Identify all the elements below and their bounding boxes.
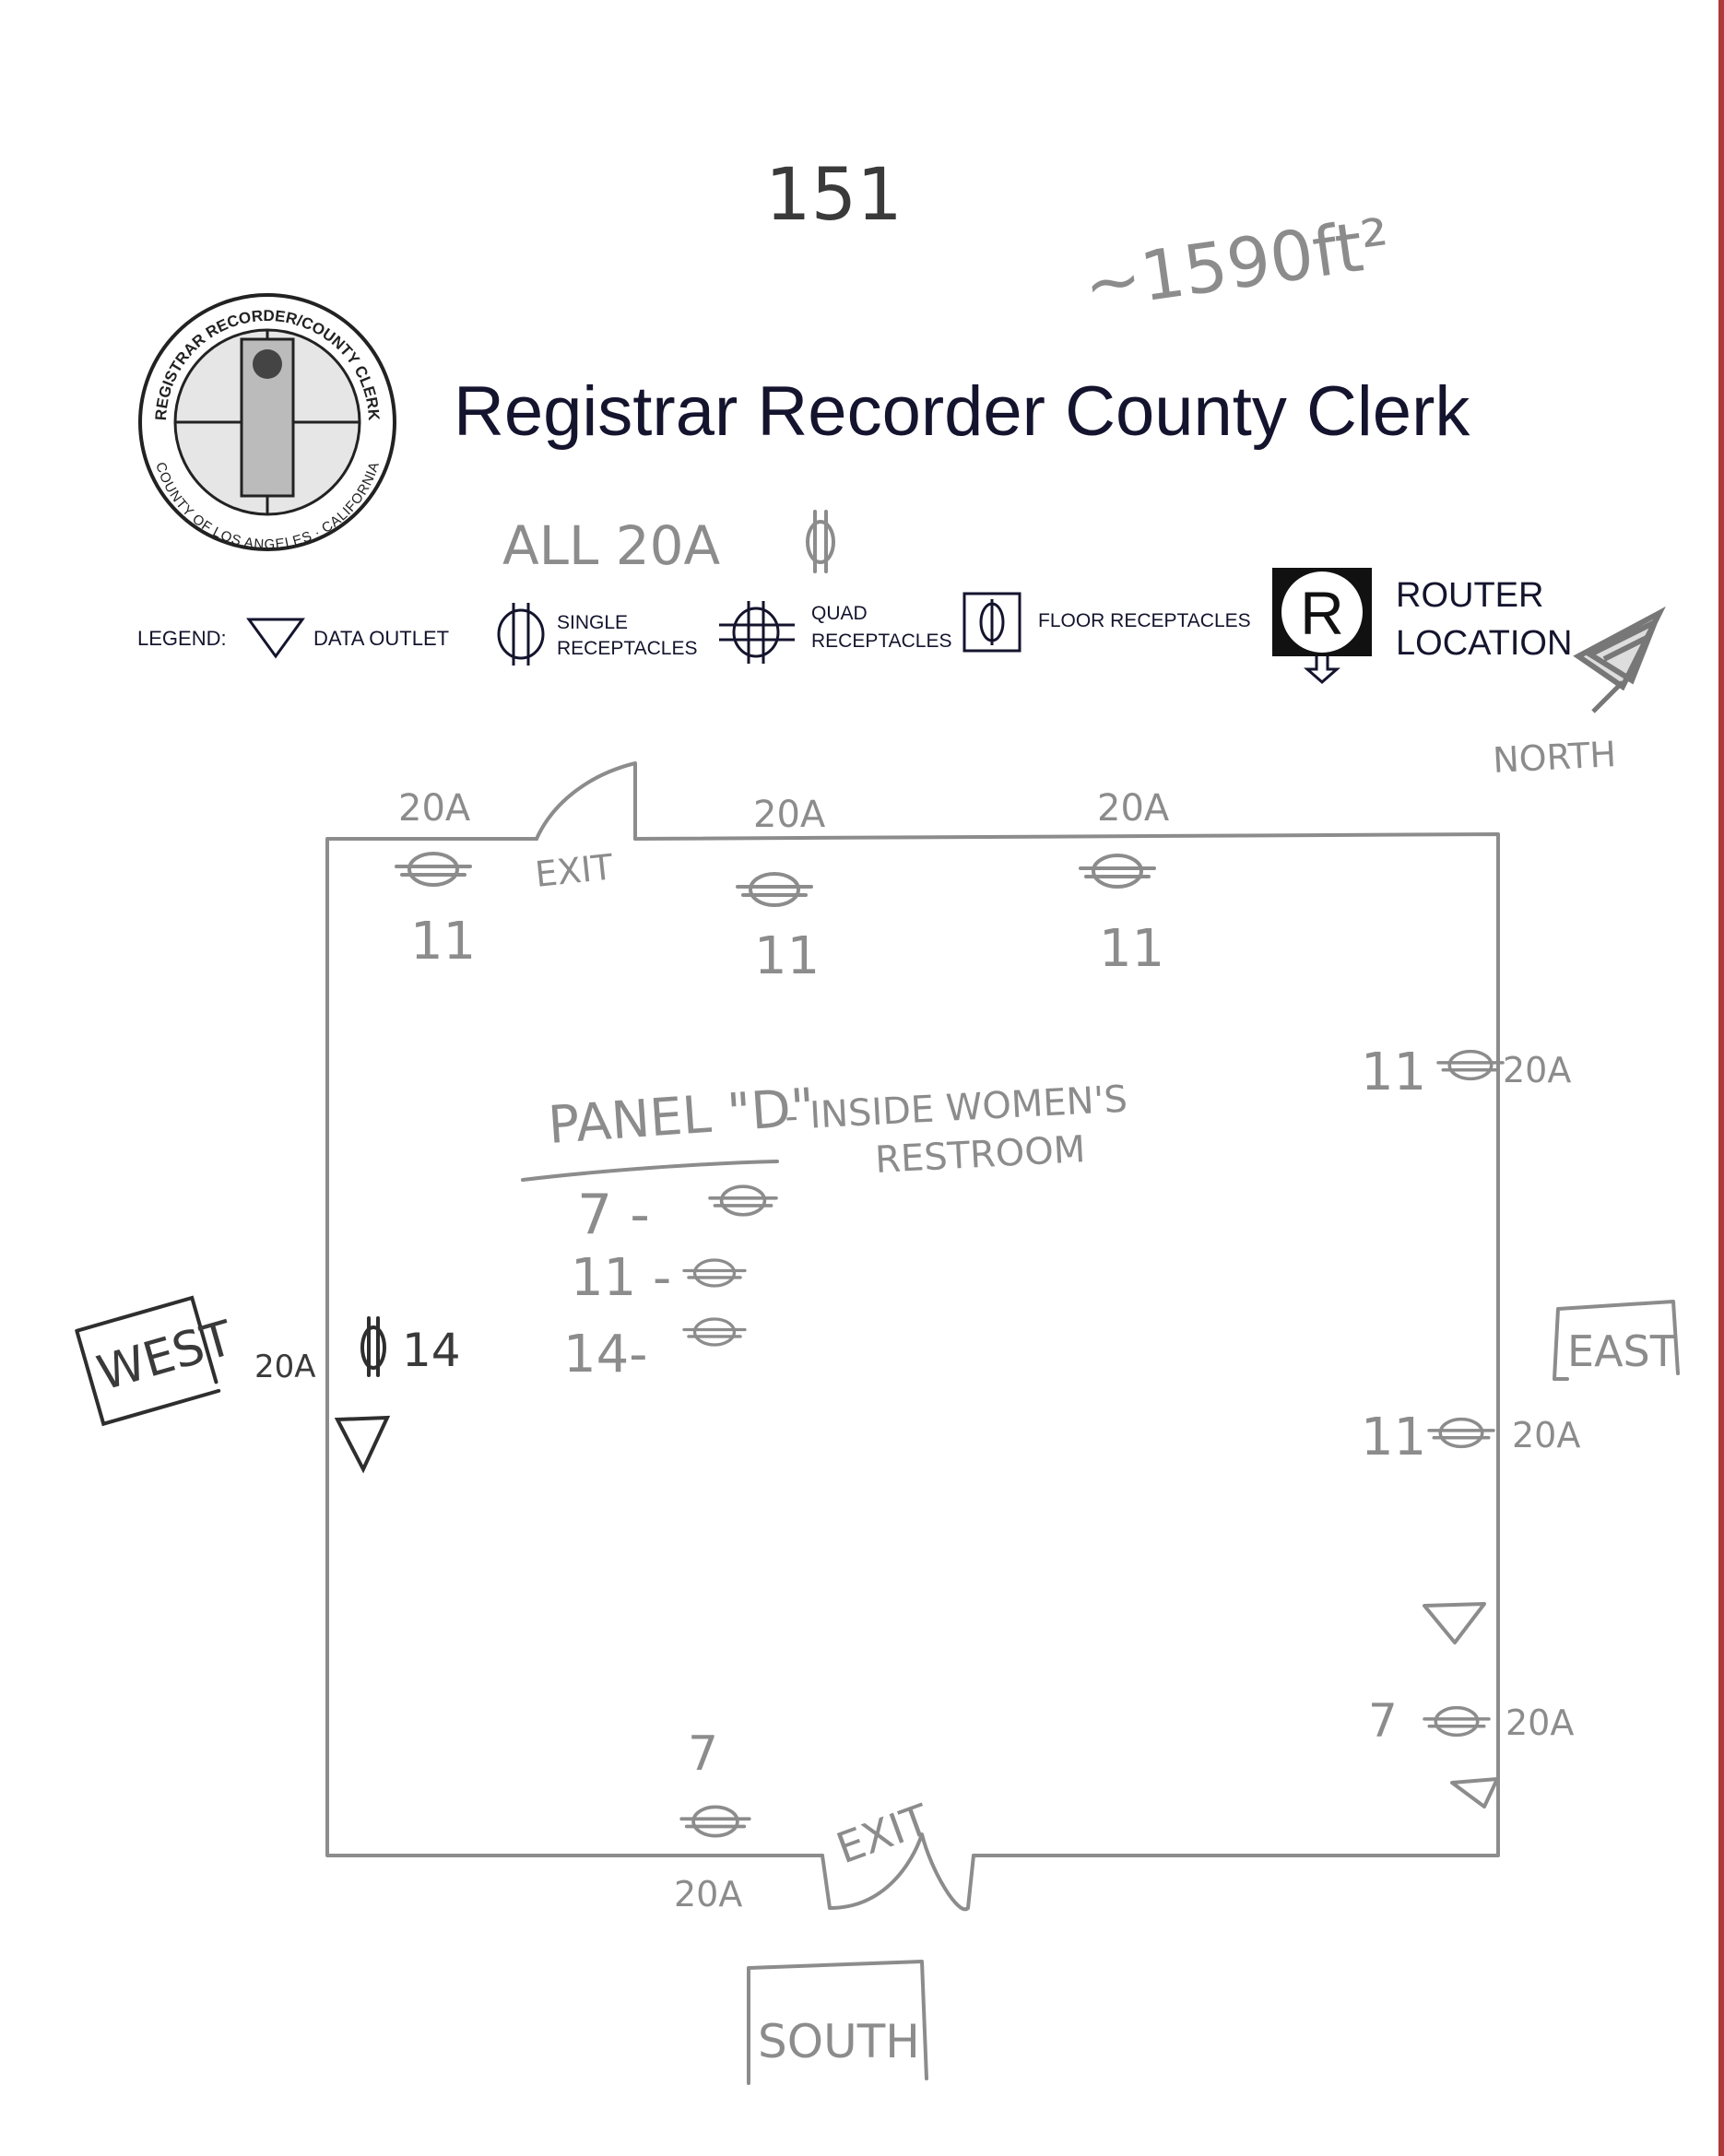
circuit-number: 7 — [688, 1726, 718, 1782]
west-box: WEST — [75, 1295, 239, 1427]
county-seal-logo: REGISTRAR RECORDER/COUNTY CLERK COUNTY O… — [138, 293, 396, 552]
legend: LEGEND: DATA OUTLET SINGLE RECEPTACLES Q… — [137, 568, 1572, 684]
legend-quad-label-1: QUAD — [811, 603, 868, 624]
compass-west: WEST — [91, 1311, 239, 1402]
compass-east: EAST — [1567, 1326, 1677, 1376]
legend-router-label-2: LOCATION — [1396, 624, 1572, 663]
amp-label-west: 20A — [254, 1349, 316, 1385]
room-outline — [325, 832, 1500, 1857]
north-arrow-icon — [1573, 606, 1666, 713]
circuit-number: 11 — [1361, 1408, 1426, 1467]
receptacle-icon — [1423, 1705, 1491, 1738]
triangle-data-outlet-icon — [246, 618, 305, 659]
panel-circuit: 7 - — [577, 1183, 650, 1247]
receptacle-icon — [1436, 1049, 1505, 1081]
single-receptacle-icon — [360, 1316, 386, 1377]
receptacle-icon — [708, 1184, 778, 1217]
amp-label: 20A — [1097, 787, 1170, 830]
receptacle-icon — [395, 852, 472, 887]
panel-circuit: 14- — [563, 1325, 647, 1384]
circuit-number: 11 — [1099, 919, 1164, 979]
page-title: Registrar Recorder County Clerk — [454, 372, 1470, 451]
east-box — [1553, 1300, 1680, 1381]
data-outlet-icon — [1423, 1602, 1486, 1644]
legend-data-outlet-label: DATA OUTLET — [313, 627, 449, 650]
single-receptacle-icon — [497, 603, 545, 666]
receptacle-icon — [736, 872, 813, 907]
amp-label: 20A — [753, 794, 826, 836]
exit-label-bottom: EXIT — [830, 1794, 936, 1873]
router-icon: R — [1272, 568, 1372, 684]
legend-single-label-1: SINGLE — [557, 612, 628, 633]
area-note: ~1590ft² — [1080, 204, 1395, 325]
data-outlet-icon — [1450, 1777, 1499, 1808]
amp-label: 20A — [398, 787, 471, 830]
receptacle-icon — [682, 1317, 747, 1347]
data-outlet-icon — [334, 1415, 391, 1474]
panel-location-2: RESTROOM — [874, 1128, 1086, 1182]
amp-label: 20A — [1512, 1415, 1580, 1455]
legend-floor-label: FLOOR RECEPTACLES — [1038, 610, 1251, 631]
circuit-number: 11 — [754, 926, 820, 986]
compass-south: SOUTH — [758, 2015, 920, 2068]
page-edge — [1718, 0, 1724, 2156]
circuit-number-west: 14 — [402, 1324, 461, 1377]
page-number: 151 — [765, 154, 903, 237]
amp-label: 20A — [1503, 1050, 1571, 1090]
single-receptacle-note-icon — [806, 510, 835, 573]
circuit-number: 11 — [410, 912, 476, 972]
receptacle-icon — [1079, 854, 1156, 889]
panel-underline — [521, 1160, 779, 1182]
circuit-number: 11 — [1361, 1043, 1426, 1102]
circuit-number: 7 — [1368, 1694, 1398, 1748]
quad-receptacle-icon — [719, 601, 795, 664]
panel-circuit: 11 - — [571, 1248, 671, 1308]
floor-receptacle-icon — [962, 592, 1021, 653]
amp-label: 20A — [674, 1874, 742, 1914]
south-box — [747, 1960, 928, 2085]
amp-label: 20A — [1506, 1702, 1574, 1743]
exit-label-top: EXIT — [533, 846, 615, 895]
exit-door-top — [535, 761, 637, 841]
legend-label: LEGEND: — [137, 627, 227, 650]
legend-quad-label-2: RECEPTACLES — [811, 630, 952, 652]
exit-door-bottom — [821, 1832, 975, 1912]
amperage-note: ALL 20A — [502, 514, 721, 577]
router-glyph: R — [1300, 579, 1344, 647]
legend-single-label-2: RECEPTACLES — [557, 638, 698, 659]
compass-north: NORTH — [1492, 734, 1617, 781]
receptacle-icon — [679, 1805, 751, 1838]
panel-title: PANEL "D" — [546, 1078, 816, 1156]
receptacle-icon — [682, 1258, 747, 1288]
receptacle-icon — [1427, 1417, 1495, 1449]
legend-router-label-1: ROUTER — [1396, 576, 1543, 615]
